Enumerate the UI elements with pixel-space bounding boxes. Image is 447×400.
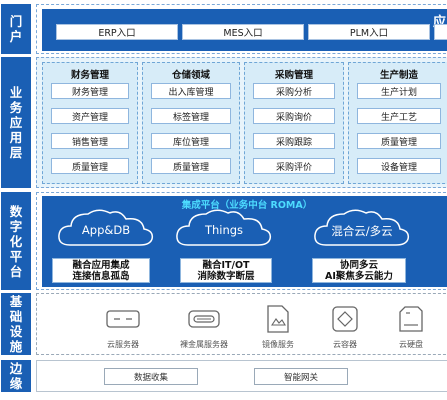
plm-entry-button[interactable]: PLM入口 xyxy=(308,24,430,40)
infrastructure-layer-frame xyxy=(36,293,447,355)
biz-item[interactable]: 标签管理 xyxy=(151,108,231,124)
infra-label: 云硬盘 xyxy=(399,340,423,349)
edge-layer-frame xyxy=(36,360,447,392)
biz-column-title: 生产制造 xyxy=(379,70,418,81)
biz-item[interactable]: 设备管理 xyxy=(357,158,441,174)
erp-entry-button[interactable]: ERP入口 xyxy=(56,24,178,40)
biz-column-title: 仓储领域 xyxy=(171,70,210,81)
data-collection-button[interactable]: 数据收集 xyxy=(104,368,198,385)
biz-column-warehouse: 仓储领域 出入库管理 标签管理 库位管理 质量管理 xyxy=(142,62,240,184)
capability-line: 消除数字断层 xyxy=(197,270,255,282)
cloud-server-icon xyxy=(106,310,140,328)
biz-column-manufacturing: 生产制造 生产计划 生产工艺 质量管理 设备管理 xyxy=(348,62,447,184)
biz-item[interactable]: 出入库管理 xyxy=(151,83,231,99)
biz-column-title: 财务管理 xyxy=(70,70,109,81)
infra-label: 云容器 xyxy=(333,340,357,349)
cloud-label-things: Things xyxy=(204,223,244,237)
layer-label-infrastructure: 基础设施 xyxy=(1,293,31,355)
mes-entry-button[interactable]: MES入口 xyxy=(182,24,304,40)
biz-item[interactable]: 销售管理 xyxy=(51,133,129,149)
layer-label-portal: 门户 xyxy=(1,4,31,54)
cloud-label-hybrid: 混合云/多云 xyxy=(331,224,393,238)
biz-item[interactable]: 生产计划 xyxy=(357,83,441,99)
cloud-label-appdb: App&DB xyxy=(81,223,131,237)
capability-line: 融合应用集成 xyxy=(72,259,130,271)
bare-metal-server-icon xyxy=(188,310,220,328)
capability-box-it-ot: 融合IT/OT 消除数字断层 xyxy=(180,258,272,283)
infra-label: 裸金属服务器 xyxy=(180,340,228,349)
integration-platform-title: 集成平台（业务中台 ROMA） xyxy=(181,200,313,211)
capability-box-app-integration: 融合应用集成 连接信息孤岛 xyxy=(52,258,150,283)
biz-column-title: 采购管理 xyxy=(274,70,313,81)
layer-label-business: 业务应用层 xyxy=(1,57,31,188)
biz-item[interactable]: 生产工艺 xyxy=(357,108,441,124)
biz-item[interactable]: 财务管理 xyxy=(51,83,129,99)
biz-item[interactable]: 质量管理 xyxy=(357,133,441,149)
infra-label: 镜像服务 xyxy=(262,340,294,349)
cloud-container-icon xyxy=(332,306,358,332)
cloud-icon xyxy=(314,209,410,246)
infra-label: 云服务器 xyxy=(107,340,139,349)
biz-item[interactable]: 库位管理 xyxy=(151,133,231,149)
biz-item[interactable]: 资产管理 xyxy=(51,108,129,124)
biz-item[interactable]: 采购询价 xyxy=(253,108,335,124)
cloud-icon xyxy=(58,209,154,246)
capability-line: 融合IT/OT xyxy=(202,259,250,271)
capability-line: AI聚焦多云能力 xyxy=(325,270,393,282)
biz-column-procurement: 采购管理 采购分析 采购询价 采购跟踪 采购评价 xyxy=(244,62,344,184)
layer-label-digital: 数字化平台 xyxy=(1,192,31,290)
layer-label-edge: 边缘 xyxy=(1,360,31,392)
smart-gateway-button[interactable]: 智能网关 xyxy=(254,368,348,385)
biz-column-finance: 财务管理 财务管理 资产管理 销售管理 质量管理 xyxy=(42,62,138,184)
cloud-disk-icon xyxy=(399,306,423,332)
digital-layer-frame xyxy=(36,192,447,290)
capability-box-multicloud: 协同多云 AI聚焦多云能力 xyxy=(312,258,406,283)
biz-item[interactable]: 采购评价 xyxy=(253,158,335,174)
portal-frame xyxy=(36,4,447,54)
biz-item[interactable]: 采购跟踪 xyxy=(253,133,335,149)
biz-item[interactable]: 采购分析 xyxy=(253,83,335,99)
cloud-icon xyxy=(176,209,272,246)
biz-item[interactable]: 质量管理 xyxy=(151,158,231,174)
biz-item[interactable]: 质量管理 xyxy=(51,158,129,174)
capability-line: 协同多云 xyxy=(339,259,378,271)
capability-line: 连接信息孤岛 xyxy=(72,270,130,282)
portal-entry-partial[interactable] xyxy=(434,24,447,40)
image-service-icon xyxy=(267,305,289,333)
